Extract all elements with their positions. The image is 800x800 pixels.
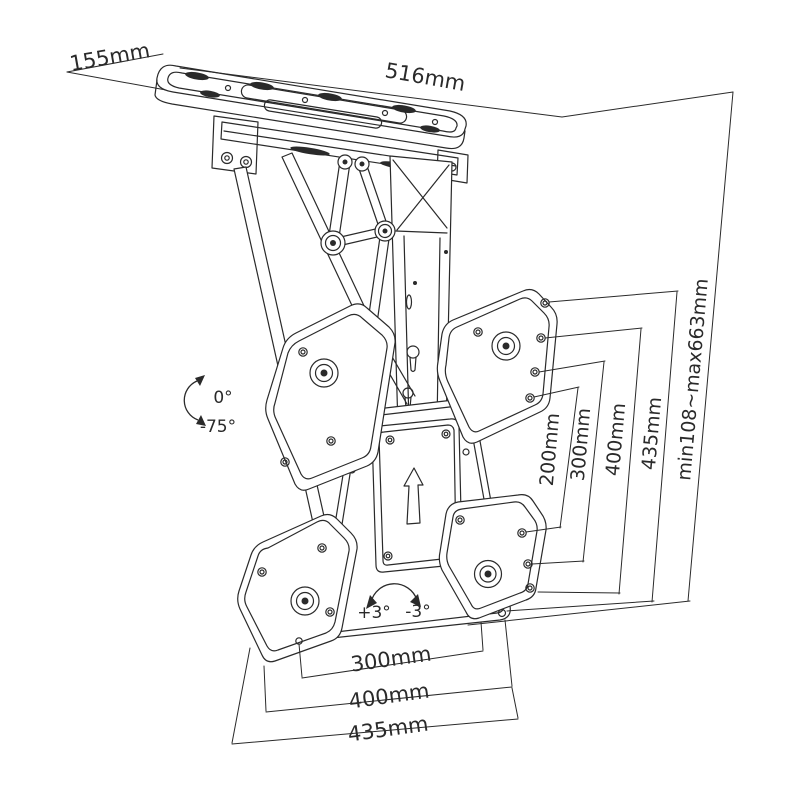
angle-label-fold-up: 0°	[213, 388, 232, 408]
dim-label-plate-depth: 155mm	[68, 38, 152, 76]
arrowhead-icon	[196, 415, 206, 426]
vesa-wing-lower-right	[438, 494, 547, 620]
dim-label-bottom-400: 400mm	[347, 679, 431, 714]
dim-label-bottom-435: 435mm	[346, 712, 430, 747]
dim-label-vesa-435: 435mm	[638, 396, 666, 471]
arrowhead-icon	[410, 594, 421, 607]
dim-label-vesa-400: 400mm	[602, 402, 630, 477]
arrowhead-icon	[366, 595, 377, 609]
angle-label-swivel-right: -3°	[405, 602, 430, 622]
lift-column	[389, 155, 453, 431]
tilt-angle-arc	[183, 375, 206, 426]
dim-label-vesa-300: 300mm	[567, 407, 595, 482]
dimension-lines	[66, 53, 734, 745]
angle-label-fold-down: -75°	[200, 417, 236, 437]
dim-label-vesa-200: 200mm	[536, 412, 564, 487]
angle-label-swivel-left: +3°	[357, 603, 391, 623]
dim-label-bottom-300: 300mm	[349, 642, 433, 677]
dim-label-plate-width: 516mm	[383, 58, 467, 96]
up-arrow-icon	[403, 467, 424, 525]
arrowhead-icon	[195, 375, 205, 386]
swivel-angle-arc	[366, 583, 421, 609]
ceiling-plate	[154, 64, 469, 184]
vesa-wing-upper-left	[265, 303, 396, 491]
vesa-wing-lower-left	[237, 513, 358, 663]
dim-label-height-range: min108~max663mm	[673, 278, 713, 482]
